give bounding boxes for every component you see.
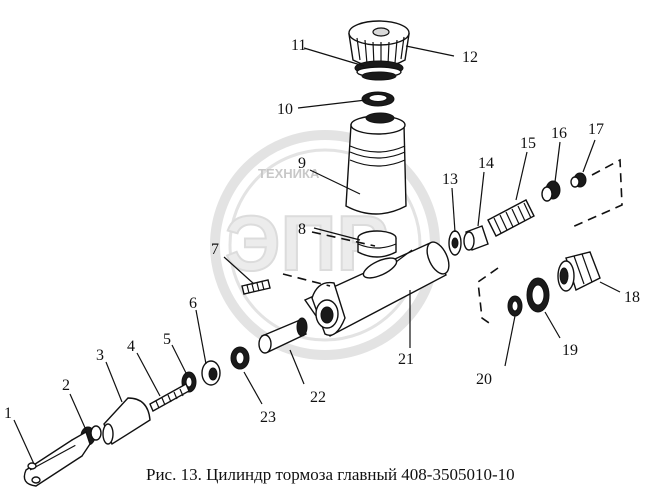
part-13-washer bbox=[448, 230, 462, 256]
watermark-text: ТЕХНИКА bbox=[258, 166, 320, 181]
part-4-pushrod bbox=[149, 383, 190, 412]
label-17: 17 bbox=[588, 121, 604, 138]
label-2: 2 bbox=[62, 377, 70, 394]
part-18-plug-nut bbox=[557, 251, 601, 292]
part-1-clevis bbox=[23, 430, 91, 487]
part-23-seal bbox=[230, 346, 250, 370]
part-12-cap bbox=[348, 20, 410, 81]
label-5: 5 bbox=[163, 331, 171, 348]
part-22-piston bbox=[258, 317, 308, 354]
part-19-gasket bbox=[526, 277, 550, 313]
part-6-washer bbox=[201, 360, 221, 386]
label-21: 21 bbox=[398, 351, 414, 368]
label-3: 3 bbox=[96, 347, 104, 364]
part-20-washer bbox=[507, 295, 523, 317]
label-13: 13 bbox=[442, 171, 458, 188]
assembly-lines bbox=[282, 158, 623, 326]
label-1: 1 bbox=[4, 405, 12, 422]
part-3-boot bbox=[102, 397, 151, 446]
label-16: 16 bbox=[551, 125, 567, 142]
part-16-valve bbox=[541, 180, 561, 202]
part-14-plug bbox=[463, 225, 489, 251]
label-10: 10 bbox=[277, 101, 293, 118]
part-15-spring bbox=[487, 199, 535, 237]
label-7: 7 bbox=[211, 241, 219, 258]
label-23: 23 bbox=[260, 409, 276, 426]
label-14: 14 bbox=[478, 155, 494, 172]
part-10-ring bbox=[361, 91, 395, 107]
leader-lines bbox=[13, 45, 621, 465]
label-22: 22 bbox=[310, 389, 326, 406]
label-11: 11 bbox=[291, 37, 306, 54]
label-20: 20 bbox=[476, 371, 492, 388]
label-4: 4 bbox=[127, 338, 135, 355]
part-9-reservoir bbox=[345, 112, 407, 215]
callout-labels: 1 2 3 4 5 6 7 8 9 10 11 12 13 14 15 16 1… bbox=[4, 37, 640, 426]
part-7-stud bbox=[241, 279, 271, 295]
label-6: 6 bbox=[189, 295, 197, 312]
label-12: 12 bbox=[462, 49, 478, 66]
part-21-cylinder-body bbox=[303, 241, 450, 337]
label-15: 15 bbox=[520, 135, 536, 152]
figure-caption: Рис. 13. Цилиндр тормоза главный 408-350… bbox=[146, 465, 515, 484]
label-8: 8 bbox=[298, 221, 306, 238]
label-18: 18 bbox=[624, 289, 640, 306]
part-17-cap bbox=[570, 172, 587, 188]
label-19: 19 bbox=[562, 342, 578, 359]
label-9: 9 bbox=[298, 155, 306, 172]
part-8-grommet bbox=[357, 230, 397, 258]
